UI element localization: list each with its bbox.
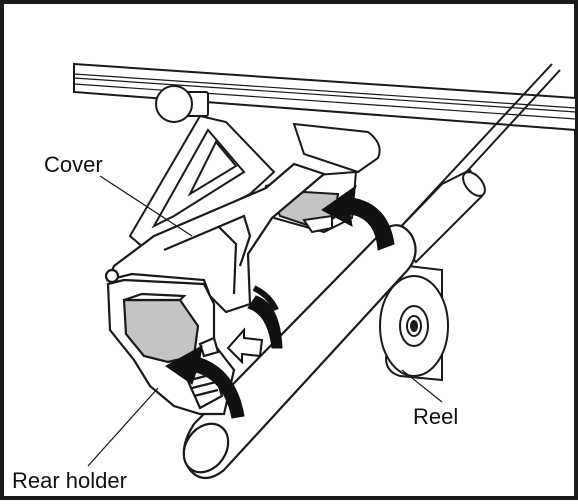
rod-holder-illustration [73,62,577,480]
curved-arrow-icon [165,345,245,419]
rear-holder-leader-line [87,387,159,467]
cover-body [104,162,327,314]
cover-label: Cover [44,152,103,177]
rear-holder-label: Rear holder [12,468,127,493]
hollow-arrow-icon [226,327,264,365]
rail [73,62,577,132]
reel-leader-line [401,369,443,403]
reel [379,264,449,382]
curved-arrow-icon [321,184,395,251]
reel-label: Reel [413,404,459,429]
rear-holder-body [106,278,236,416]
leader-lines [87,175,443,467]
cover-bracket [128,114,276,250]
curved-arrow-icon [247,285,283,349]
rail-knob [155,85,209,123]
cover-leader-line [99,175,193,237]
